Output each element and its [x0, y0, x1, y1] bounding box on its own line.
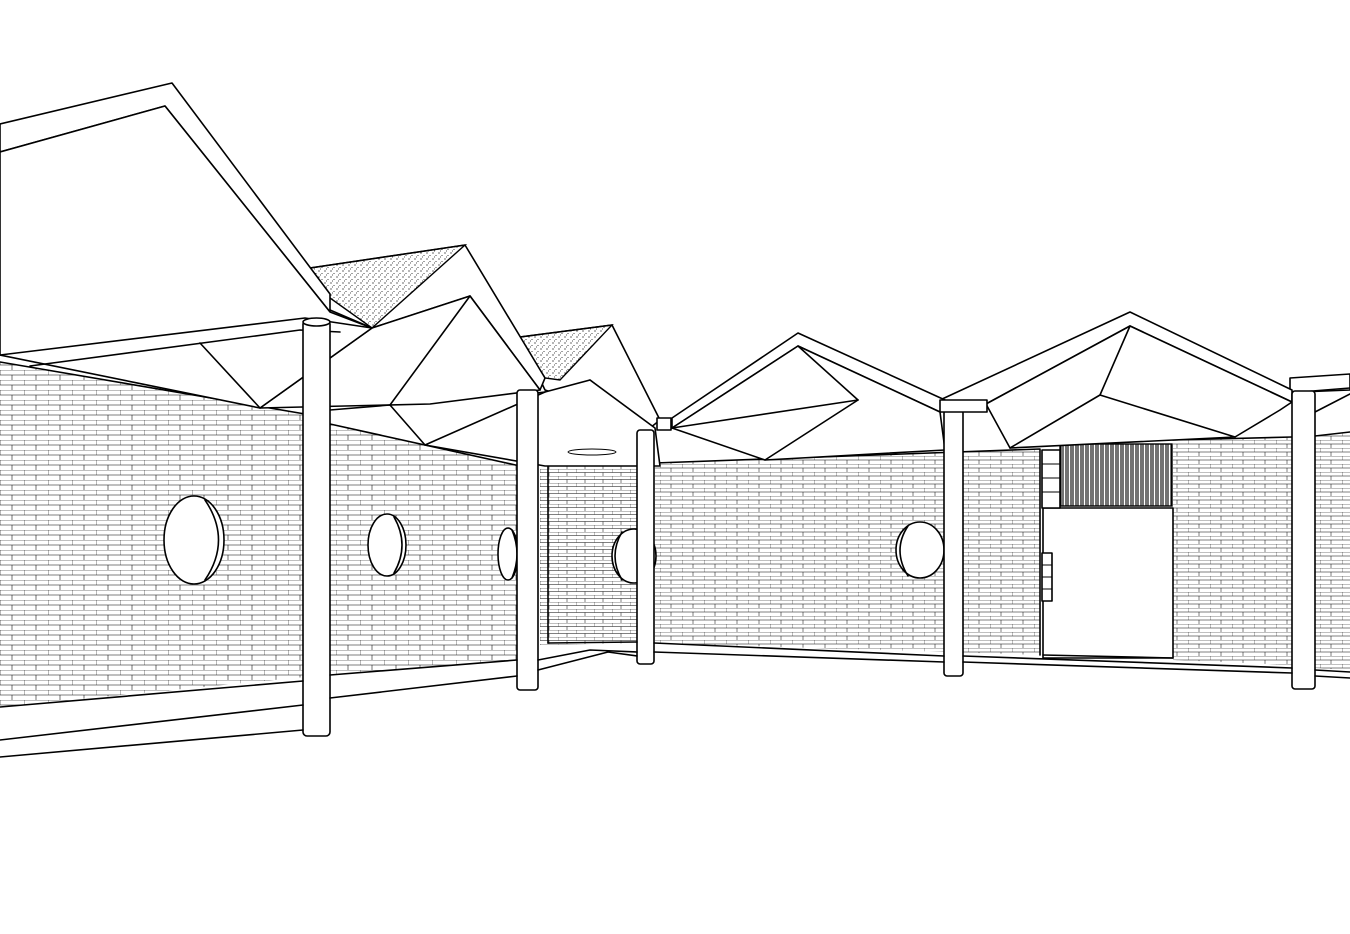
porthole-window — [497, 527, 519, 581]
column — [302, 317, 331, 737]
column — [636, 429, 655, 665]
column — [1291, 390, 1316, 690]
brick-wall-corner — [540, 465, 640, 645]
porthole-window — [895, 521, 945, 579]
louvered-vent — [1059, 443, 1173, 507]
brick-wall-left — [0, 361, 306, 707]
ground-line — [0, 641, 1350, 758]
porthole-window — [367, 513, 407, 577]
brick-wall-rear — [654, 448, 1041, 656]
brick-wall-right — [1172, 431, 1350, 670]
door-opening — [1042, 507, 1174, 659]
column — [939, 399, 988, 677]
column — [516, 389, 539, 691]
brick-wall-left-middle — [329, 423, 521, 675]
gable-roof-center — [671, 332, 946, 461]
gable-roof-right — [939, 311, 1293, 449]
porthole-window — [163, 495, 225, 585]
side-ledges — [1041, 449, 1061, 602]
gable-roof-mid — [424, 324, 672, 467]
